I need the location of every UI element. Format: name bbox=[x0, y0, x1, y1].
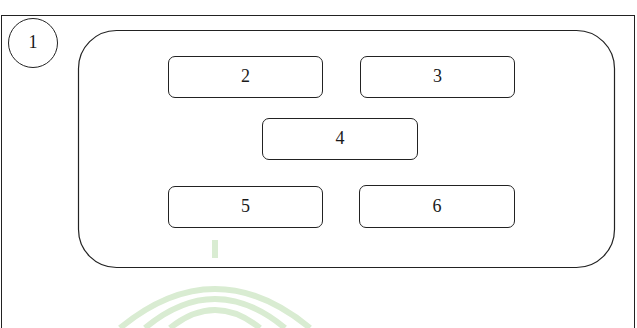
process-box: 6 bbox=[359, 185, 515, 228]
box-label: 5 bbox=[241, 197, 250, 217]
process-box: 2 bbox=[168, 56, 323, 98]
process-box: 4 bbox=[262, 118, 418, 160]
callout-number: 1 bbox=[29, 33, 38, 53]
callout-circle: 1 bbox=[8, 18, 58, 68]
box-label: 2 bbox=[241, 67, 250, 87]
process-box: 3 bbox=[360, 56, 515, 98]
outer-frame bbox=[2, 16, 635, 328]
box-label: 4 bbox=[336, 129, 345, 149]
group-outline bbox=[79, 31, 615, 268]
box-label: 3 bbox=[433, 67, 442, 87]
process-box: 5 bbox=[168, 186, 323, 228]
box-label: 6 bbox=[433, 197, 442, 217]
watermark bbox=[120, 240, 310, 328]
